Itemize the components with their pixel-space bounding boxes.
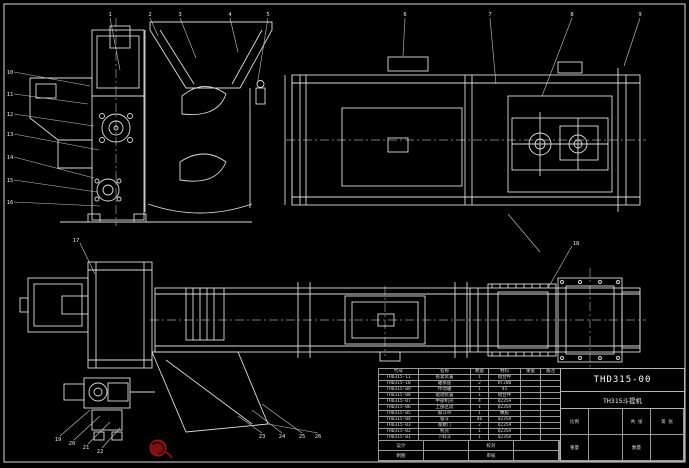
sig-cell [514,451,559,461]
callout-label: 1 [108,12,111,18]
sig-cell: 制图 [379,451,424,461]
discharge-funnel-plan [151,351,269,433]
sig-cell: 审核 [469,451,514,461]
callout-label: 16 [7,200,14,206]
drawing-number: THD315-00 [561,369,684,392]
bottom-view [19,261,641,441]
tb-cell [589,435,623,461]
sig-cell [514,441,559,451]
head-chute [149,21,273,89]
callout-label: 24 [279,434,286,440]
tb-cell: 数量 [623,435,651,461]
boot-casing [91,29,145,221]
callout-label: 20 [69,441,76,447]
signature-strip: 设计 校对 制图 审核 [378,440,560,462]
top-view [29,21,641,223]
callout-label: 19 [55,437,62,443]
bucket-profile [179,153,227,182]
tb-cell: 重量 [561,435,589,461]
boot-plan [87,261,153,369]
callout-label: 3 [178,12,181,18]
drive-housing [507,95,613,193]
sig-cell: 设计 [379,441,424,451]
sheet-border [3,3,686,463]
access-panel-plan [344,295,426,345]
tb-cell: 共 张 [623,409,651,435]
callout-labels: 1 2 3 4 5 6 7 8 9 10 11 12 13 14 15 16 1… [7,12,642,455]
callout-label: 25 [299,434,306,440]
callout-label: 11 [7,92,14,98]
tb-cell: 第 张 [651,409,684,435]
callout-label: 13 [7,132,14,138]
callout-label: 14 [7,155,14,161]
sig-cell [424,451,469,461]
tb-cell [651,435,684,461]
take-up-pulley [101,113,131,143]
sig-cell: 校对 [469,441,514,451]
center-lines [115,18,646,370]
callout-label: 6 [403,12,406,18]
callout-label: 22 [97,449,104,455]
conveyor-body-plan [154,287,641,353]
title-block: THD315-00 TH315斗提机 比例 共 张 第 张 重量 数量 [560,368,685,462]
red-logo-stamp [149,439,173,459]
callout-label: 18 [573,241,580,247]
conveyor-body [291,74,641,206]
callout-label: 21 [83,445,90,451]
callout-label: 17 [73,238,80,244]
callout-label: 26 [315,434,322,440]
callout-label: 10 [7,70,14,76]
callout-label: 8 [570,12,573,18]
callout-label: 4 [228,12,232,18]
lower-pulley [96,178,120,202]
louver-door-plan [185,287,225,341]
callout-label: 15 [7,178,14,184]
callout-label: 12 [7,112,14,118]
callout-label: 7 [488,12,491,18]
product-name: TH315斗提机 [561,392,684,409]
callout-leaders [13,17,641,449]
tb-cell: 比例 [561,409,589,435]
title-block-grid: 比例 共 张 第 张 重量 数量 [561,409,684,461]
sig-cell [424,441,469,451]
callout-label: 5 [266,12,269,18]
callout-label: 23 [259,434,266,440]
bucket-profile [181,86,227,116]
callout-label: 2 [148,12,151,18]
tb-cell [589,409,623,435]
callout-label: 9 [638,12,641,18]
feed-hopper [29,77,92,169]
inspection-panel [341,107,463,187]
